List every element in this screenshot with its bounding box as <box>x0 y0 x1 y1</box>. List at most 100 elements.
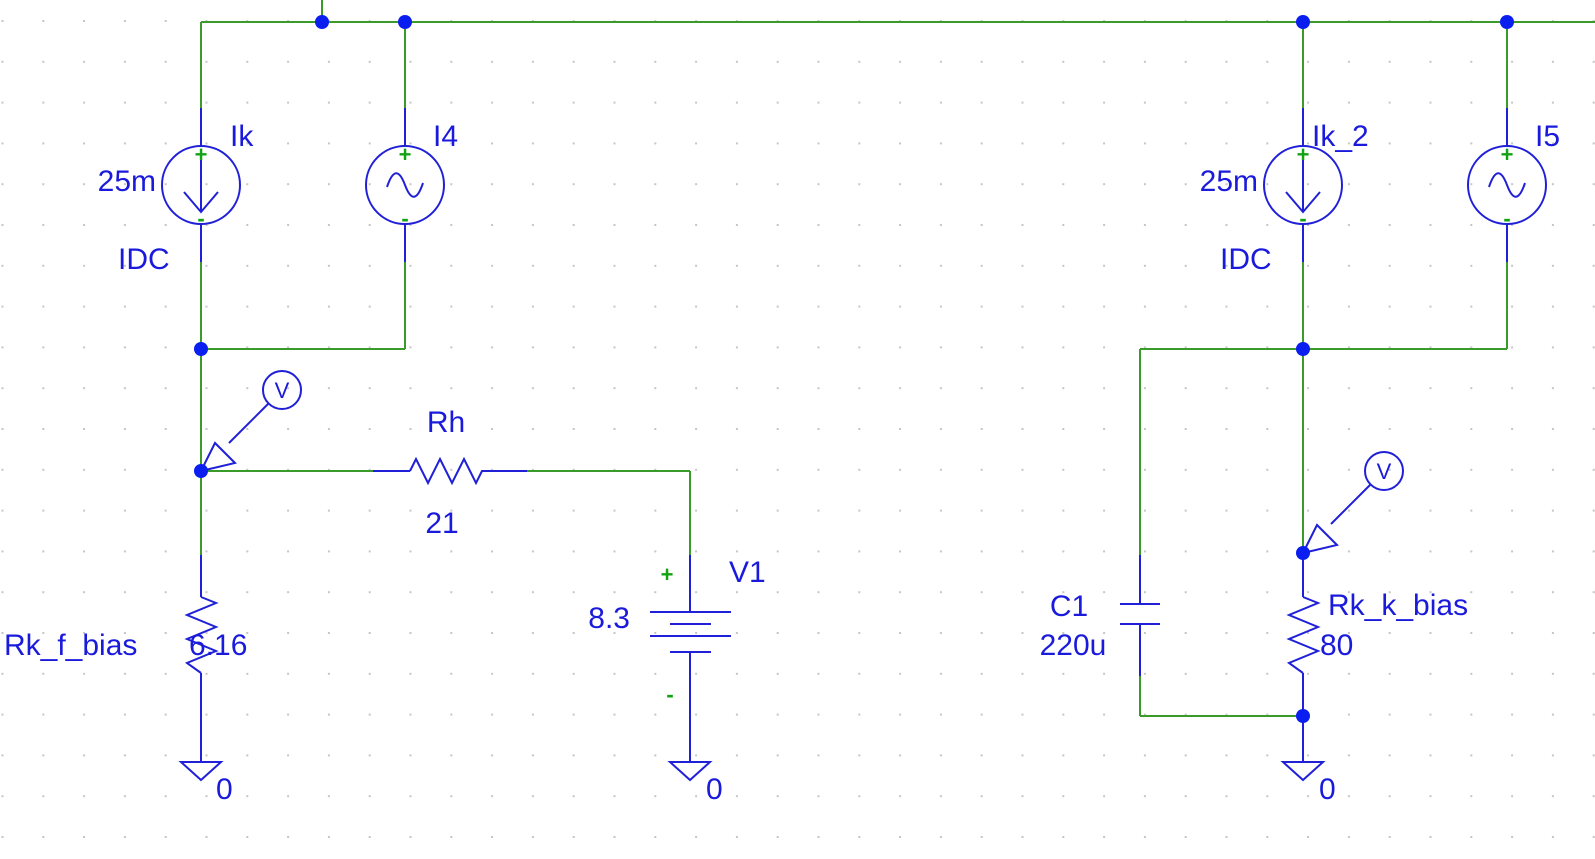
voltage-probe-right[interactable] <box>1301 451 1404 555</box>
rh-resistor[interactable] <box>201 456 527 486</box>
grid-dot <box>368 672 371 675</box>
grid-dot <box>205 142 208 145</box>
grid-dot <box>980 591 983 594</box>
voltage-probe-left[interactable] <box>199 370 302 473</box>
grid-dot <box>776 836 779 838</box>
grid-dot <box>1143 754 1146 757</box>
grid-dot <box>123 20 126 22</box>
grid-dot <box>450 387 453 390</box>
grid-dot <box>695 428 698 430</box>
ground-icon[interactable] <box>667 761 713 782</box>
voltage-probe-icon <box>1364 451 1404 491</box>
junction-dot[interactable] <box>1296 709 1310 723</box>
grid-dot <box>899 387 902 390</box>
grid-dot <box>776 305 779 308</box>
grid-dot <box>1470 632 1473 634</box>
grid-dot <box>1266 713 1269 716</box>
grid-dot <box>368 754 371 757</box>
grid-dot <box>1062 101 1065 104</box>
grid-dot <box>613 550 616 553</box>
grid-dot <box>83 713 86 716</box>
grid-dot <box>817 468 820 471</box>
grid-dot <box>42 60 45 63</box>
v1-value-label: 8.3 <box>588 602 630 635</box>
grid-dot <box>572 428 575 430</box>
grid-dot <box>572 550 575 553</box>
ground-icon[interactable] <box>1280 761 1326 782</box>
grid-dot <box>613 713 616 716</box>
grid-dot <box>1 101 4 104</box>
rk-k-bias-resistor[interactable] <box>1286 555 1321 762</box>
grid-dot <box>1429 468 1432 471</box>
junction-dot[interactable] <box>194 464 208 478</box>
junction-dot[interactable] <box>1296 546 1310 560</box>
junction-dot[interactable] <box>398 15 412 29</box>
ik2-source[interactable] <box>1263 108 1343 262</box>
grid-dot <box>572 836 575 838</box>
grid-dot <box>735 305 738 308</box>
grid-dot <box>1470 142 1473 145</box>
junction-dot[interactable] <box>315 15 329 29</box>
grid-dot <box>1470 591 1473 594</box>
minus-mark: - <box>1299 206 1306 231</box>
ik-source[interactable] <box>161 108 241 262</box>
junction-dot[interactable] <box>1296 15 1310 29</box>
grid-dot <box>939 550 942 553</box>
plus-mark: + <box>195 142 208 167</box>
grid-dot <box>1511 224 1514 226</box>
grid-dot <box>1225 672 1228 675</box>
grid-dot <box>735 550 738 553</box>
i4-source[interactable] <box>365 108 445 262</box>
grid-dot <box>1307 305 1310 308</box>
grid-dot <box>164 142 167 145</box>
grid-dot <box>450 713 453 716</box>
junction-dot[interactable] <box>194 342 208 356</box>
grid-dot <box>246 795 249 798</box>
grid-dot <box>735 632 738 634</box>
grid-dot <box>817 142 820 145</box>
grid-dot <box>164 672 167 675</box>
grid-dot <box>613 672 616 675</box>
grid-dot <box>42 509 45 512</box>
grid-dot <box>899 795 902 798</box>
grid-dot <box>1062 264 1065 267</box>
c1-capacitor[interactable] <box>1120 555 1160 676</box>
grid-dot <box>287 591 290 594</box>
grid-dot <box>899 550 902 553</box>
grid-dot <box>1143 142 1146 145</box>
junction-dot[interactable] <box>1296 342 1310 356</box>
grid-dot <box>83 183 86 186</box>
grid-dot <box>1429 387 1432 390</box>
grid-dot <box>1347 795 1350 798</box>
grid-dot <box>1388 346 1391 349</box>
ground-icon[interactable] <box>178 761 224 782</box>
grid-dot <box>205 224 208 226</box>
grid-dot <box>1 591 4 594</box>
v1-battery[interactable] <box>650 555 731 762</box>
grid-dot <box>1184 591 1187 594</box>
grid-dot <box>1021 101 1024 104</box>
grid-dot <box>817 509 820 512</box>
grid-dot <box>368 632 371 634</box>
grid-dot <box>613 795 616 798</box>
grid-dot <box>1592 142 1595 145</box>
grid-dot <box>42 101 45 104</box>
grid-dot <box>1062 509 1065 512</box>
grid-dot <box>1592 60 1595 63</box>
grid-dot <box>1184 183 1187 186</box>
grid-dot <box>1225 305 1228 308</box>
grid-dot <box>1429 346 1432 349</box>
grid-dot <box>1307 387 1310 390</box>
junction-dot[interactable] <box>1500 15 1514 29</box>
grid-dot <box>1470 795 1473 798</box>
grid-dot <box>450 60 453 63</box>
rk-f-bias-resistor[interactable] <box>184 555 219 762</box>
grid-dot <box>164 387 167 390</box>
i5-source[interactable] <box>1467 108 1547 262</box>
grid-dot <box>531 264 534 267</box>
grid-dot <box>654 672 657 675</box>
grid-dot <box>1 224 4 226</box>
grid-dot <box>1021 550 1024 553</box>
grid-dot <box>123 836 126 838</box>
